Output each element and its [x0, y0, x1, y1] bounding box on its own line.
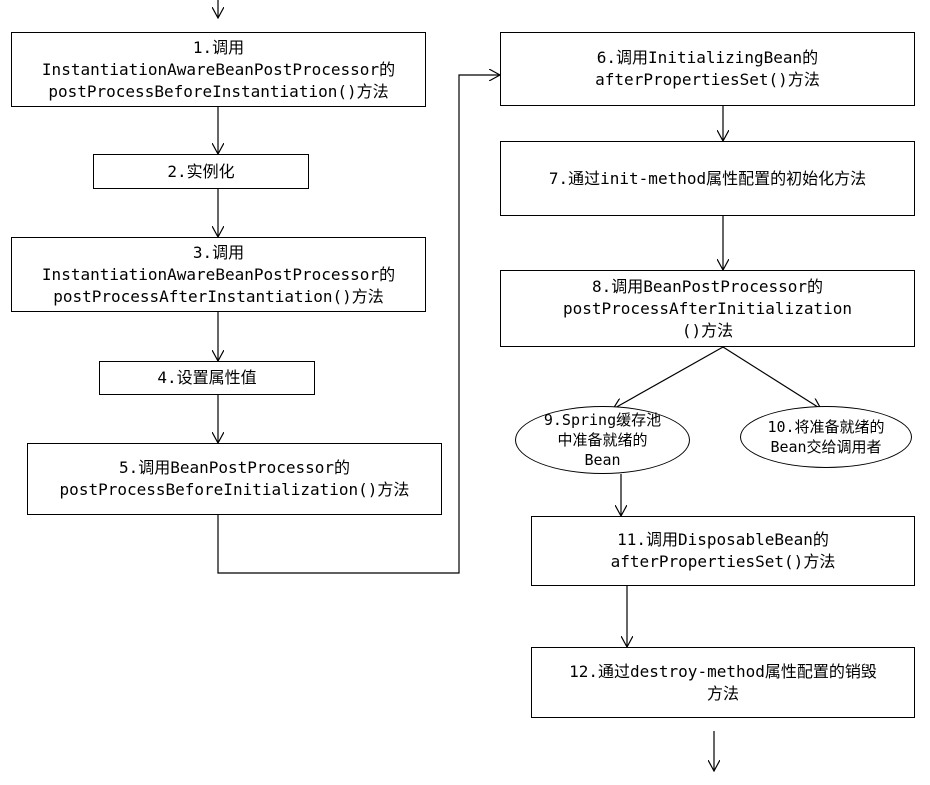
step-12-line-1: 12.通过destroy-method属性配置的销毁 [569, 661, 877, 681]
arrow-8-10 [722, 346, 821, 409]
step-10-line-2: Bean交给调用者 [770, 438, 882, 456]
step-11-box: 11.调用DisposableBean的 afterPropertiesSet(… [531, 516, 915, 586]
step-10-line-1: 10.将准备就绪的 [767, 418, 885, 436]
step-3-line-3: postProcessAfterInstantiation()方法 [53, 286, 384, 306]
step-1-line-2: InstantiationAwareBeanPostProcessor的 [41, 59, 396, 79]
step-8-line-3: ()方法 [681, 320, 734, 340]
step-9-ellipse: 9.Spring缓存池 中准备就绪的 Bean [515, 406, 690, 474]
arrow-8-9 [613, 346, 724, 409]
step-8-line-1: 8.调用BeanPostProcessor的 [591, 276, 823, 296]
step-7-line-1: 7.通过init-method属性配置的初始化方法 [548, 168, 867, 188]
step-12-box: 12.通过destroy-method属性配置的销毁 方法 [531, 647, 915, 718]
step-7-box: 7.通过init-method属性配置的初始化方法 [500, 141, 915, 216]
step-9-line-2: 中准备就绪的 [557, 431, 648, 449]
step-3-box: 3.调用 InstantiationAwareBeanPostProcessor… [11, 237, 426, 312]
step-5-box: 5.调用BeanPostProcessor的 postProcessBefore… [27, 443, 442, 515]
step-2-line-1: 2.实例化 [167, 161, 235, 181]
step-5-line-1: 5.调用BeanPostProcessor的 [118, 458, 350, 477]
step-2-box: 2.实例化 [93, 154, 309, 189]
step-9-line-1: 9.Spring缓存池 [543, 411, 662, 429]
step-1-line-1: 1.调用 [192, 37, 245, 57]
step-12-line-2: 方法 [706, 683, 739, 703]
step-3-line-1: 3.调用 [192, 242, 245, 262]
step-9-line-3: Bean [584, 451, 621, 469]
step-6-line-2: afterPropertiesSet()方法 [595, 70, 820, 89]
step-8-box: 8.调用BeanPostProcessor的 postProcessAfterI… [500, 270, 915, 347]
step-1-box: 1.调用 InstantiationAwareBeanPostProcessor… [11, 32, 426, 107]
step-1-line-3: postProcessBeforeInstantiation()方法 [48, 81, 389, 101]
step-8-line-2: postProcessAfterInitialization [563, 298, 852, 318]
step-4-box: 4.设置属性值 [99, 361, 315, 395]
step-11-line-2: afterPropertiesSet()方法 [610, 552, 836, 571]
step-6-box: 6.调用InitializingBean的 afterPropertiesSet… [500, 32, 915, 106]
step-4-line-1: 4.设置属性值 [157, 368, 257, 387]
step-10-ellipse: 10.将准备就绪的 Bean交给调用者 [740, 406, 912, 468]
step-6-line-1: 6.调用InitializingBean的 [596, 48, 819, 67]
step-3-line-2: InstantiationAwareBeanPostProcessor的 [41, 264, 396, 284]
step-11-line-1: 11.调用DisposableBean的 [617, 530, 829, 549]
arrow-5-6 [217, 75, 500, 574]
step-5-line-2: postProcessBeforeInitialization()方法 [59, 480, 410, 499]
